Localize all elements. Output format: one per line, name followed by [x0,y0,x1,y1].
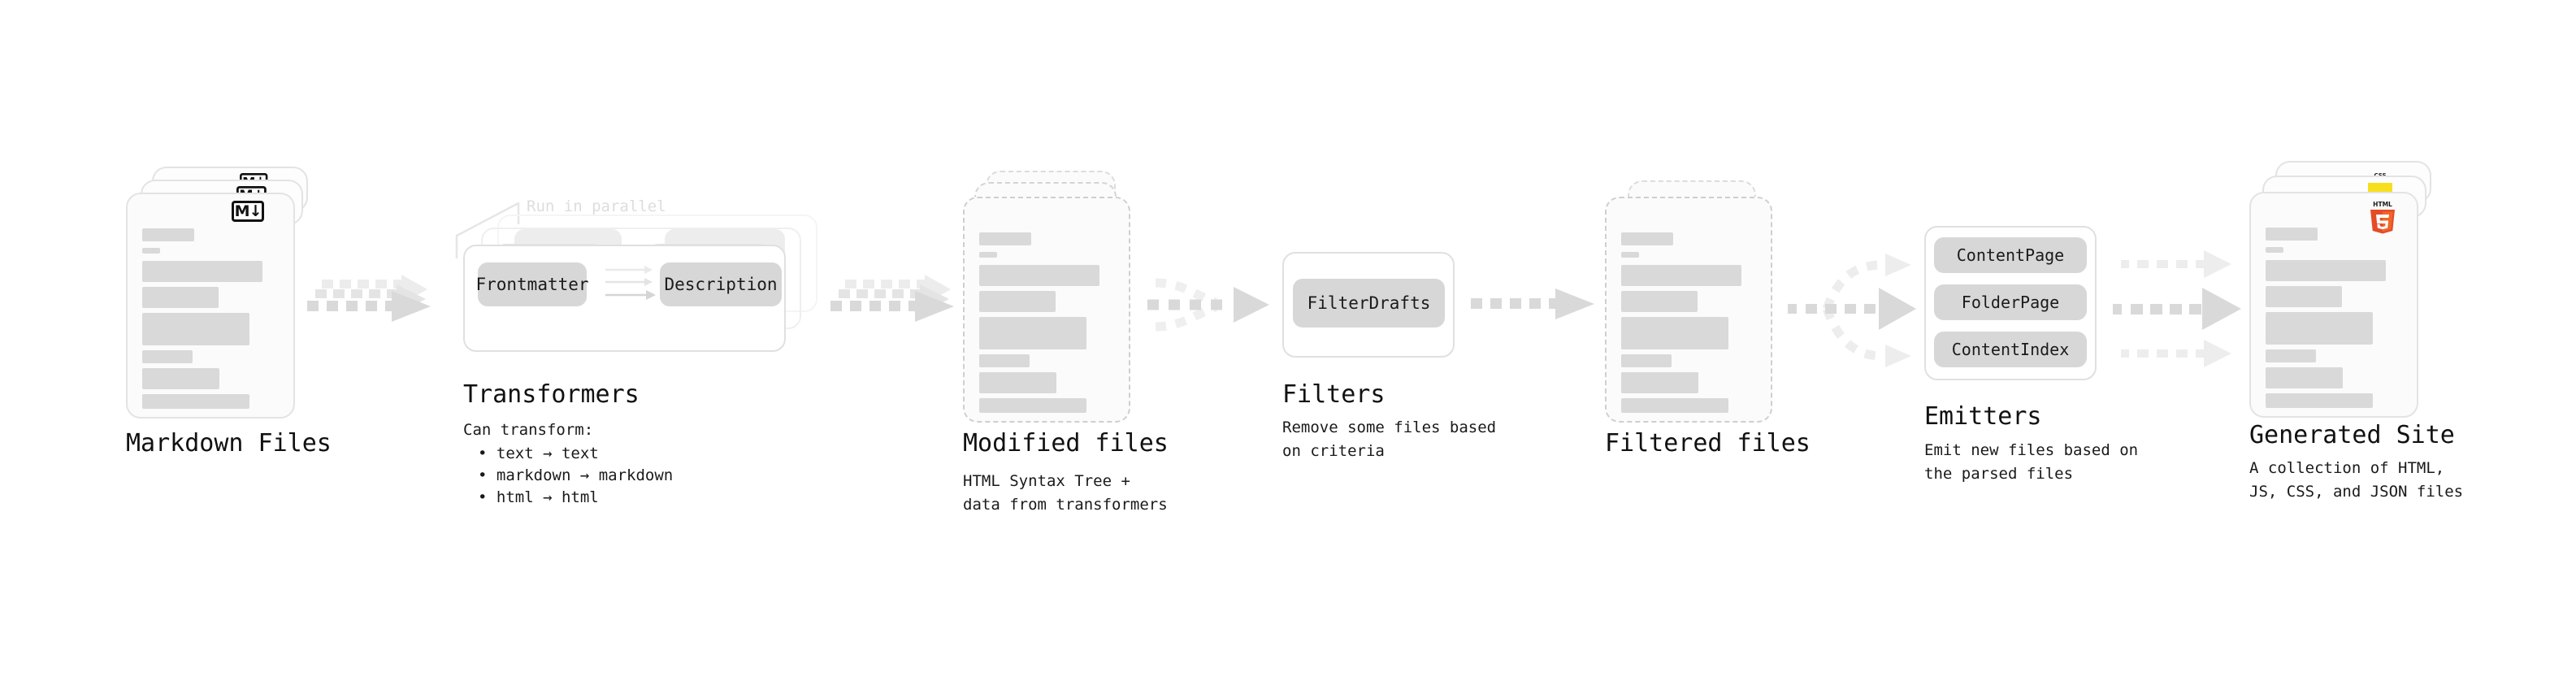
arrow-transformers-to-modified [830,275,954,322]
generated-site-title: Generated Site [2249,421,2455,449]
filter-pill-filterdrafts[interactable]: FilterDrafts [1293,279,1445,327]
transformers-bullet-1: • markdown → markdown [478,466,674,484]
doc-bar [142,261,262,282]
doc-bar [979,317,1086,349]
modified-files-stack [963,171,1150,439]
emitters-subtitle: Emit new files based on the parsed files [1924,441,2139,483]
doc-bar [979,372,1056,393]
run-in-parallel-bracket [455,202,520,258]
modified-files-title: Modified files [963,429,1169,458]
filters-title: Filters [1282,380,1386,409]
doc-bar [2266,286,2342,307]
arrow-filtered-to-emitters [1788,254,1916,367]
doc-bar [1621,317,1728,349]
doc-bar [142,287,219,308]
doc-bar [2266,367,2343,388]
arrow-modified-to-filters [1147,278,1269,332]
arrow-emitters-to-site [2113,250,2241,367]
svg-text:HTML: HTML [2373,201,2392,208]
transformers-bullet-2: • html → html [478,488,599,506]
filtered-files-title: Filtered files [1605,429,1811,458]
doc-bar [142,228,194,241]
doc-bar [1621,291,1698,312]
doc-bar [2266,312,2373,345]
doc-bar [2266,260,2386,281]
emitter-pill-contentpage[interactable]: ContentPage [1934,237,2087,273]
doc-bar [979,398,1086,413]
doc-bar [979,354,1030,367]
modified-files-subtitle: HTML Syntax Tree + data from transformer… [963,472,1168,514]
filtered-files-stack [1605,180,1792,440]
transformer-pill-description[interactable]: Description [660,262,782,306]
transformers-bullet-0: • text → text [478,445,599,462]
filters-subtitle: Remove some files based on criteria [1282,419,1497,460]
generated-site-stack: CSS HTML [2249,161,2444,429]
run-in-parallel-label: Run in parallel [527,197,666,215]
doc-bar [979,265,1099,286]
doc-bar [142,313,249,345]
doc-bar [979,232,1031,245]
doc-bar [1621,265,1741,286]
transformer-internal-arrows [605,266,656,300]
transformers-title: Transformers [463,380,640,409]
markdown-icon-front: M↓ [232,201,264,222]
arrow-markdown-to-transformers [307,275,431,322]
doc-bar [1621,252,1639,258]
transformers-subtitle: Can transform: [463,421,594,439]
markdown-files-title: Markdown Files [126,429,332,458]
markdown-files-stack: M↓ M↓ M↓ [126,167,313,427]
doc-bar [142,368,219,389]
doc-bar [979,252,997,258]
html5-icon: HTML [2370,201,2395,234]
doc-bar [979,291,1056,312]
emitter-pill-contentindex[interactable]: ContentIndex [1934,332,2087,367]
doc-bar [1621,372,1698,393]
doc-bar [142,248,160,254]
arrow-filters-to-filtered [1471,288,1594,319]
doc-bar [2266,228,2318,241]
doc-bar [1621,398,1728,413]
emitters-title: Emitters [1924,402,2042,431]
generated-site-subtitle: A collection of HTML, JS, CSS, and JSON … [2249,459,2464,501]
doc-bar [142,350,193,363]
doc-bar [1621,232,1673,245]
doc-bar [1621,354,1672,367]
doc-bar [2266,349,2316,362]
doc-bar [2266,393,2373,408]
doc-bar [142,394,249,409]
transformer-pill-frontmatter[interactable]: Frontmatter [475,262,589,306]
doc-bar [2266,247,2283,253]
emitter-pill-folderpage[interactable]: FolderPage [1934,284,2087,320]
